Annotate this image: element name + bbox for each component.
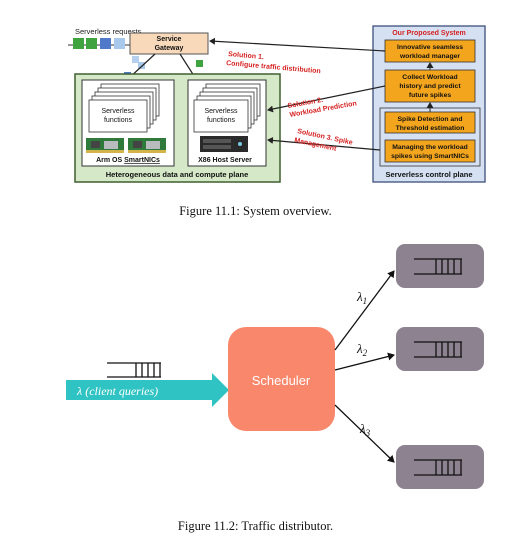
requests-label: Serverless requests: [75, 27, 142, 36]
box2-text-2: history and predict: [399, 83, 461, 90]
arm-func-text-2: functions: [104, 117, 133, 124]
server-3: [396, 445, 484, 489]
scheduler-box: [228, 327, 335, 431]
solution1-arrow: [209, 37, 386, 52]
proposed-system-title: Our Proposed System: [392, 30, 466, 37]
solution2-arrow: [267, 85, 386, 113]
lambda-3-label: λ3: [359, 421, 371, 438]
server-3-queue-icon: [414, 459, 462, 476]
figure-11-1: Serverless requests Service Gateway: [68, 25, 486, 183]
smartnic-board-icon: [86, 138, 166, 153]
arm-smartnic-label: Arm OS SmartNICs: [96, 157, 160, 164]
figure-11-2-caption: Figure 11.2: Traffic distributor.: [177, 519, 334, 533]
manage-spikes-box: [384, 139, 476, 163]
x86-func-text-1: Serverless: [204, 108, 238, 115]
gateway-text-1: Service: [157, 36, 182, 43]
arm-func-text-1: Serverless: [101, 108, 135, 115]
solution1-label-1: Solution 1.: [228, 51, 264, 61]
box3-text-1: Spike Detection and: [398, 116, 463, 123]
arrow-to-server-3: [334, 404, 395, 463]
box3-text-2: Threshold estimation: [396, 125, 465, 132]
lambda-1-label: λ1: [356, 289, 367, 306]
client-queries-arrow: [66, 373, 229, 407]
x86-func-text-2: functions: [207, 117, 236, 124]
solution3-arrow: [267, 136, 381, 151]
box2-text-1: Collect Workload: [402, 74, 457, 81]
arrow-to-server-1: [334, 270, 395, 351]
box1-text-1: Innovative seamless: [397, 44, 463, 51]
figure-11-2: λ (client queries) Scheduler λ1 λ2 λ3: [66, 244, 484, 489]
figure-11-1-caption: Figure 11.1: System overview.: [179, 204, 332, 218]
input-queue-icon: [107, 362, 161, 378]
box1-text-2: workload manager: [399, 53, 460, 60]
control-plane-label: Serverless control plane: [385, 170, 472, 179]
box2-text-3: future spikes: [409, 92, 452, 99]
server-2-queue-icon: [414, 341, 462, 358]
gateway-text-2: Gateway: [155, 45, 184, 52]
box4-text-1: Managing the workload: [392, 144, 468, 151]
rack-server-icon: [200, 136, 248, 152]
x86-label: X86 Host Server: [198, 157, 252, 164]
client-queries-label: λ (client queries): [76, 384, 158, 398]
service-gateway: [129, 32, 209, 55]
request-blocks: [73, 38, 125, 49]
solution1-label-2: Configure traffic distribution: [226, 60, 321, 75]
lambda-2-label: λ2: [356, 341, 368, 358]
box4-text-2: spikes using SmartNICs: [391, 153, 469, 160]
plane-label: Heterogeneous data and compute plane: [106, 170, 249, 179]
arm-serverless-stack: [88, 83, 160, 133]
spike-detection-box: [384, 111, 476, 134]
server-2: [396, 327, 484, 371]
server-1-queue-icon: [414, 258, 462, 275]
x86-serverless-stack: [193, 83, 261, 133]
scheduler-label: Scheduler: [252, 373, 311, 388]
server-1: [396, 244, 484, 288]
arrow-to-server-2: [334, 352, 395, 371]
